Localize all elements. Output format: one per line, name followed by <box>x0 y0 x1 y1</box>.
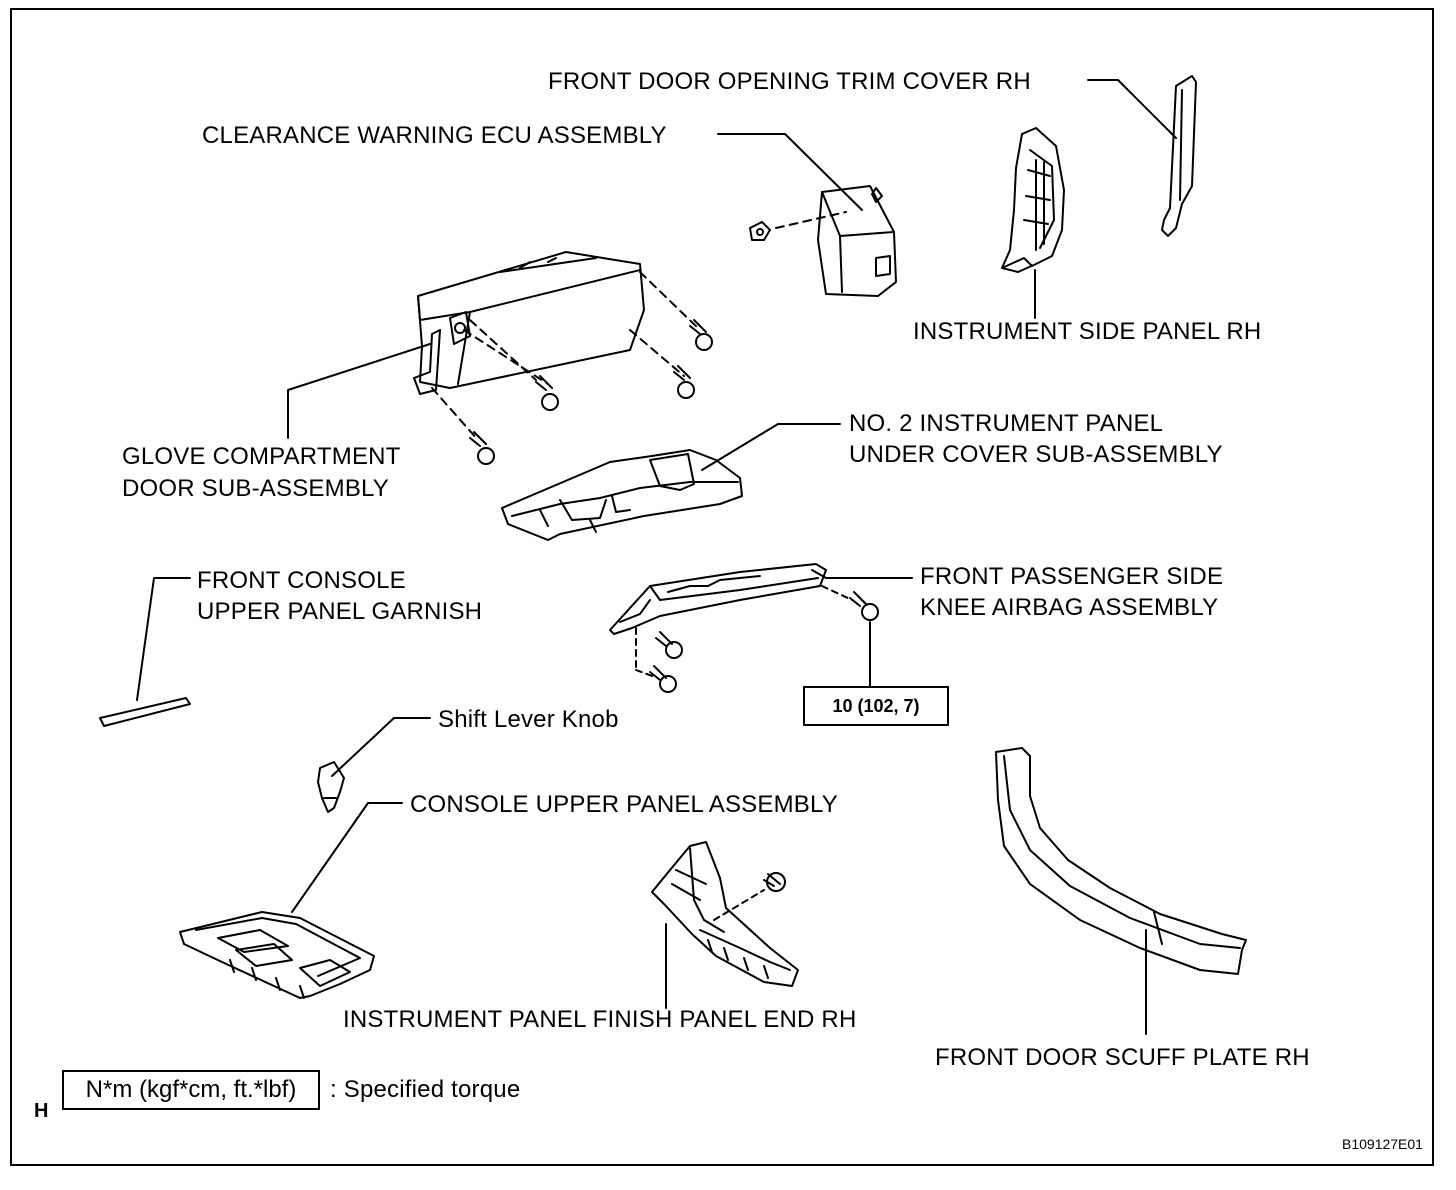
label-finish-panel-end: INSTRUMENT PANEL FINISH PANEL END RH <box>343 1006 857 1033</box>
screws <box>469 319 879 921</box>
label-front-door-scuff-plate: FRONT DOOR SCUFF PLATE RH <box>935 1044 1310 1071</box>
label-knee-airbag-line2: KNEE AIRBAG ASSEMBLY <box>920 594 1219 621</box>
torque-value-box: 10 (102, 7) <box>803 686 949 726</box>
label-under-cover-line1: NO. 2 INSTRUMENT PANEL <box>849 410 1164 437</box>
label-glove-compartment-line1: GLOVE COMPARTMENT <box>122 443 401 470</box>
front-console-garnish-part <box>99 697 191 727</box>
label-glove-compartment-line2: DOOR SUB-ASSEMBLY <box>122 475 390 502</box>
legend-mark: H <box>34 1100 49 1122</box>
under-cover-part <box>501 449 743 541</box>
knee-airbag-part <box>609 563 827 635</box>
figure-id: B109127E01 <box>1342 1136 1423 1152</box>
label-instrument-side-panel: INSTRUMENT SIDE PANEL RH <box>913 318 1262 345</box>
label-front-console-garnish-line1: FRONT CONSOLE <box>197 567 406 594</box>
label-knee-airbag-line1: FRONT PASSENGER SIDE <box>920 563 1224 590</box>
label-under-cover-line2: UNDER COVER SUB-ASSEMBLY <box>849 441 1223 468</box>
label-shift-lever-knob: Shift Lever Knob <box>438 706 619 733</box>
diagram-frame <box>10 8 1434 1166</box>
label-front-door-opening-trim-cover: FRONT DOOR OPENING TRIM COVER RH <box>548 68 1031 95</box>
finish-panel-end-part <box>651 841 799 987</box>
glove-compartment-part <box>413 251 701 441</box>
shift-lever-knob-part <box>317 761 345 813</box>
clearance-warning-ecu-part <box>749 185 897 297</box>
label-console-upper-panel: CONSOLE UPPER PANEL ASSEMBLY <box>410 791 838 818</box>
label-clearance-warning-ecu: CLEARANCE WARNING ECU ASSEMBLY <box>202 122 667 149</box>
legend-unit-box: N*m (kgf*cm, ft.*lbf) <box>62 1070 320 1110</box>
label-front-console-garnish-line2: UPPER PANEL GARNISH <box>197 598 483 625</box>
leader-lines <box>136 79 1177 1035</box>
front-door-scuff-plate-part <box>995 747 1247 975</box>
front-door-opening-trim-cover-part <box>1161 75 1197 237</box>
instrument-side-panel-part <box>1001 127 1065 273</box>
legend-text: : Specified torque <box>330 1076 521 1103</box>
console-upper-panel-part <box>179 911 375 999</box>
